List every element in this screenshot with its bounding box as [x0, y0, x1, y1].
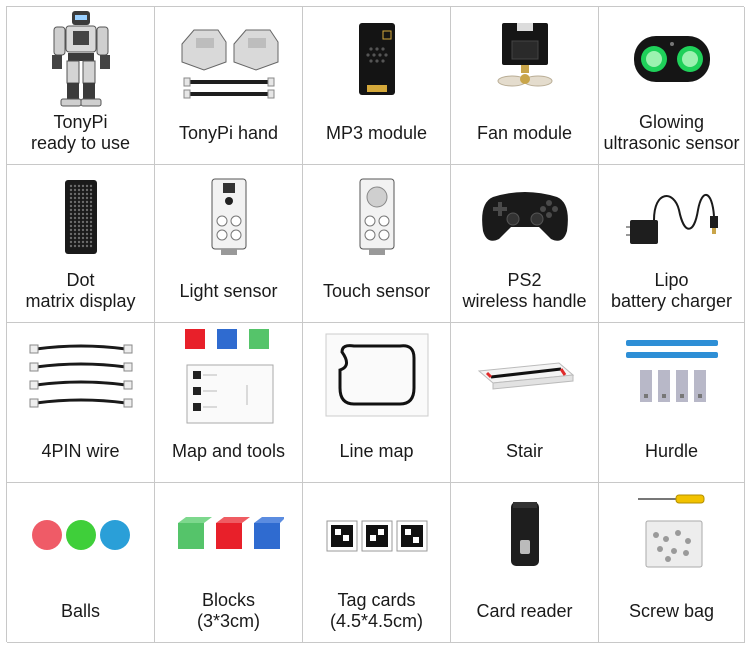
- cell-screw-bag: Screw bag: [599, 483, 745, 643]
- cell-touch-sensor: Touch sensor: [303, 165, 451, 323]
- caption-line: Fan module: [476, 122, 573, 143]
- caption-line: Glowing: [638, 112, 705, 132]
- light-sensor-image: [155, 165, 302, 269]
- caption-line: ultrasonic sensor: [603, 133, 740, 153]
- caption-line: Light sensor: [179, 280, 278, 301]
- caption-line: Line map: [339, 440, 414, 461]
- cell-tonypi: TonyPi ready to use: [7, 7, 155, 165]
- battery-charger-image: [599, 165, 744, 269]
- tag-cards-image: [303, 483, 450, 587]
- dot-matrix-display-image: [7, 165, 154, 269]
- cell-stair: Stair: [451, 323, 599, 483]
- cell-balls: Balls: [7, 483, 155, 643]
- fan-module-image: [451, 7, 598, 111]
- tonypi-robot-image: [7, 7, 154, 111]
- hurdle-image: [599, 323, 744, 427]
- caption-line: Screw bag: [628, 600, 715, 621]
- caption-line: matrix display: [25, 291, 136, 311]
- caption-line: (4.5*4.5cm): [329, 611, 424, 631]
- cell-mp3-module: MP3 module: [303, 7, 451, 165]
- caption-line: 4PIN wire: [41, 440, 120, 461]
- balls-image: [7, 483, 154, 587]
- caption-line: PS2: [507, 270, 542, 290]
- ultrasonic-sensor-image: [599, 7, 744, 111]
- caption-line: Stair: [505, 440, 543, 461]
- cell-dot-matrix-display: Dot matrix display: [7, 165, 155, 323]
- caption-line: wireless handle: [462, 291, 587, 311]
- blocks-image: [155, 483, 302, 587]
- caption-line: Hurdle: [644, 440, 699, 461]
- screw-bag-image: [599, 483, 744, 587]
- cell-tag-cards: Tag cards (4.5*4.5cm): [303, 483, 451, 643]
- stair-image: [451, 323, 598, 427]
- map-and-tools-image: [155, 323, 302, 427]
- caption-line: Touch sensor: [322, 280, 431, 301]
- cell-glowing-ultrasonic-sensor: Glowing ultrasonic sensor: [599, 7, 745, 165]
- caption-line: Balls: [60, 600, 100, 621]
- cell-light-sensor: Light sensor: [155, 165, 303, 323]
- caption-line: Tag cards: [337, 590, 416, 610]
- 4pin-wire-image: [7, 323, 154, 427]
- cell-blocks: Blocks (3*3cm): [155, 483, 303, 643]
- caption-line: Blocks: [201, 590, 255, 610]
- cell-lipo-battery-charger: Lipo battery charger: [599, 165, 745, 323]
- caption-line: Lipo: [654, 270, 689, 290]
- cell-hurdle: Hurdle: [599, 323, 745, 483]
- cell-map-and-tools: Map and tools: [155, 323, 303, 483]
- cell-4pin-wire: 4PIN wire: [7, 323, 155, 483]
- line-map-image: [303, 323, 450, 427]
- cell-tonypi-hand: TonyPi hand: [155, 7, 303, 165]
- caption-line: TonyPi: [53, 112, 108, 132]
- ps2-controller-image: [451, 165, 598, 269]
- caption-line: Map and tools: [171, 440, 286, 461]
- mp3-module-image: [303, 7, 450, 111]
- cell-line-map: Line map: [303, 323, 451, 483]
- product-grid: TonyPi ready to use TonyPi hand: [6, 6, 745, 643]
- card-reader-image: [451, 483, 598, 587]
- caption-line: MP3 module: [325, 122, 428, 143]
- caption-line: TonyPi hand: [178, 122, 279, 143]
- cell-ps2-wireless-handle: PS2 wireless handle: [451, 165, 599, 323]
- caption-line: Dot: [66, 270, 95, 290]
- caption-line: Card reader: [476, 600, 573, 621]
- caption-line: battery charger: [610, 291, 733, 311]
- caption-line: ready to use: [30, 133, 131, 153]
- tonypi-hand-image: [155, 7, 302, 111]
- touch-sensor-image: [303, 165, 450, 269]
- cell-fan-module: Fan module: [451, 7, 599, 165]
- cell-card-reader: Card reader: [451, 483, 599, 643]
- caption-line: (3*3cm): [196, 611, 260, 631]
